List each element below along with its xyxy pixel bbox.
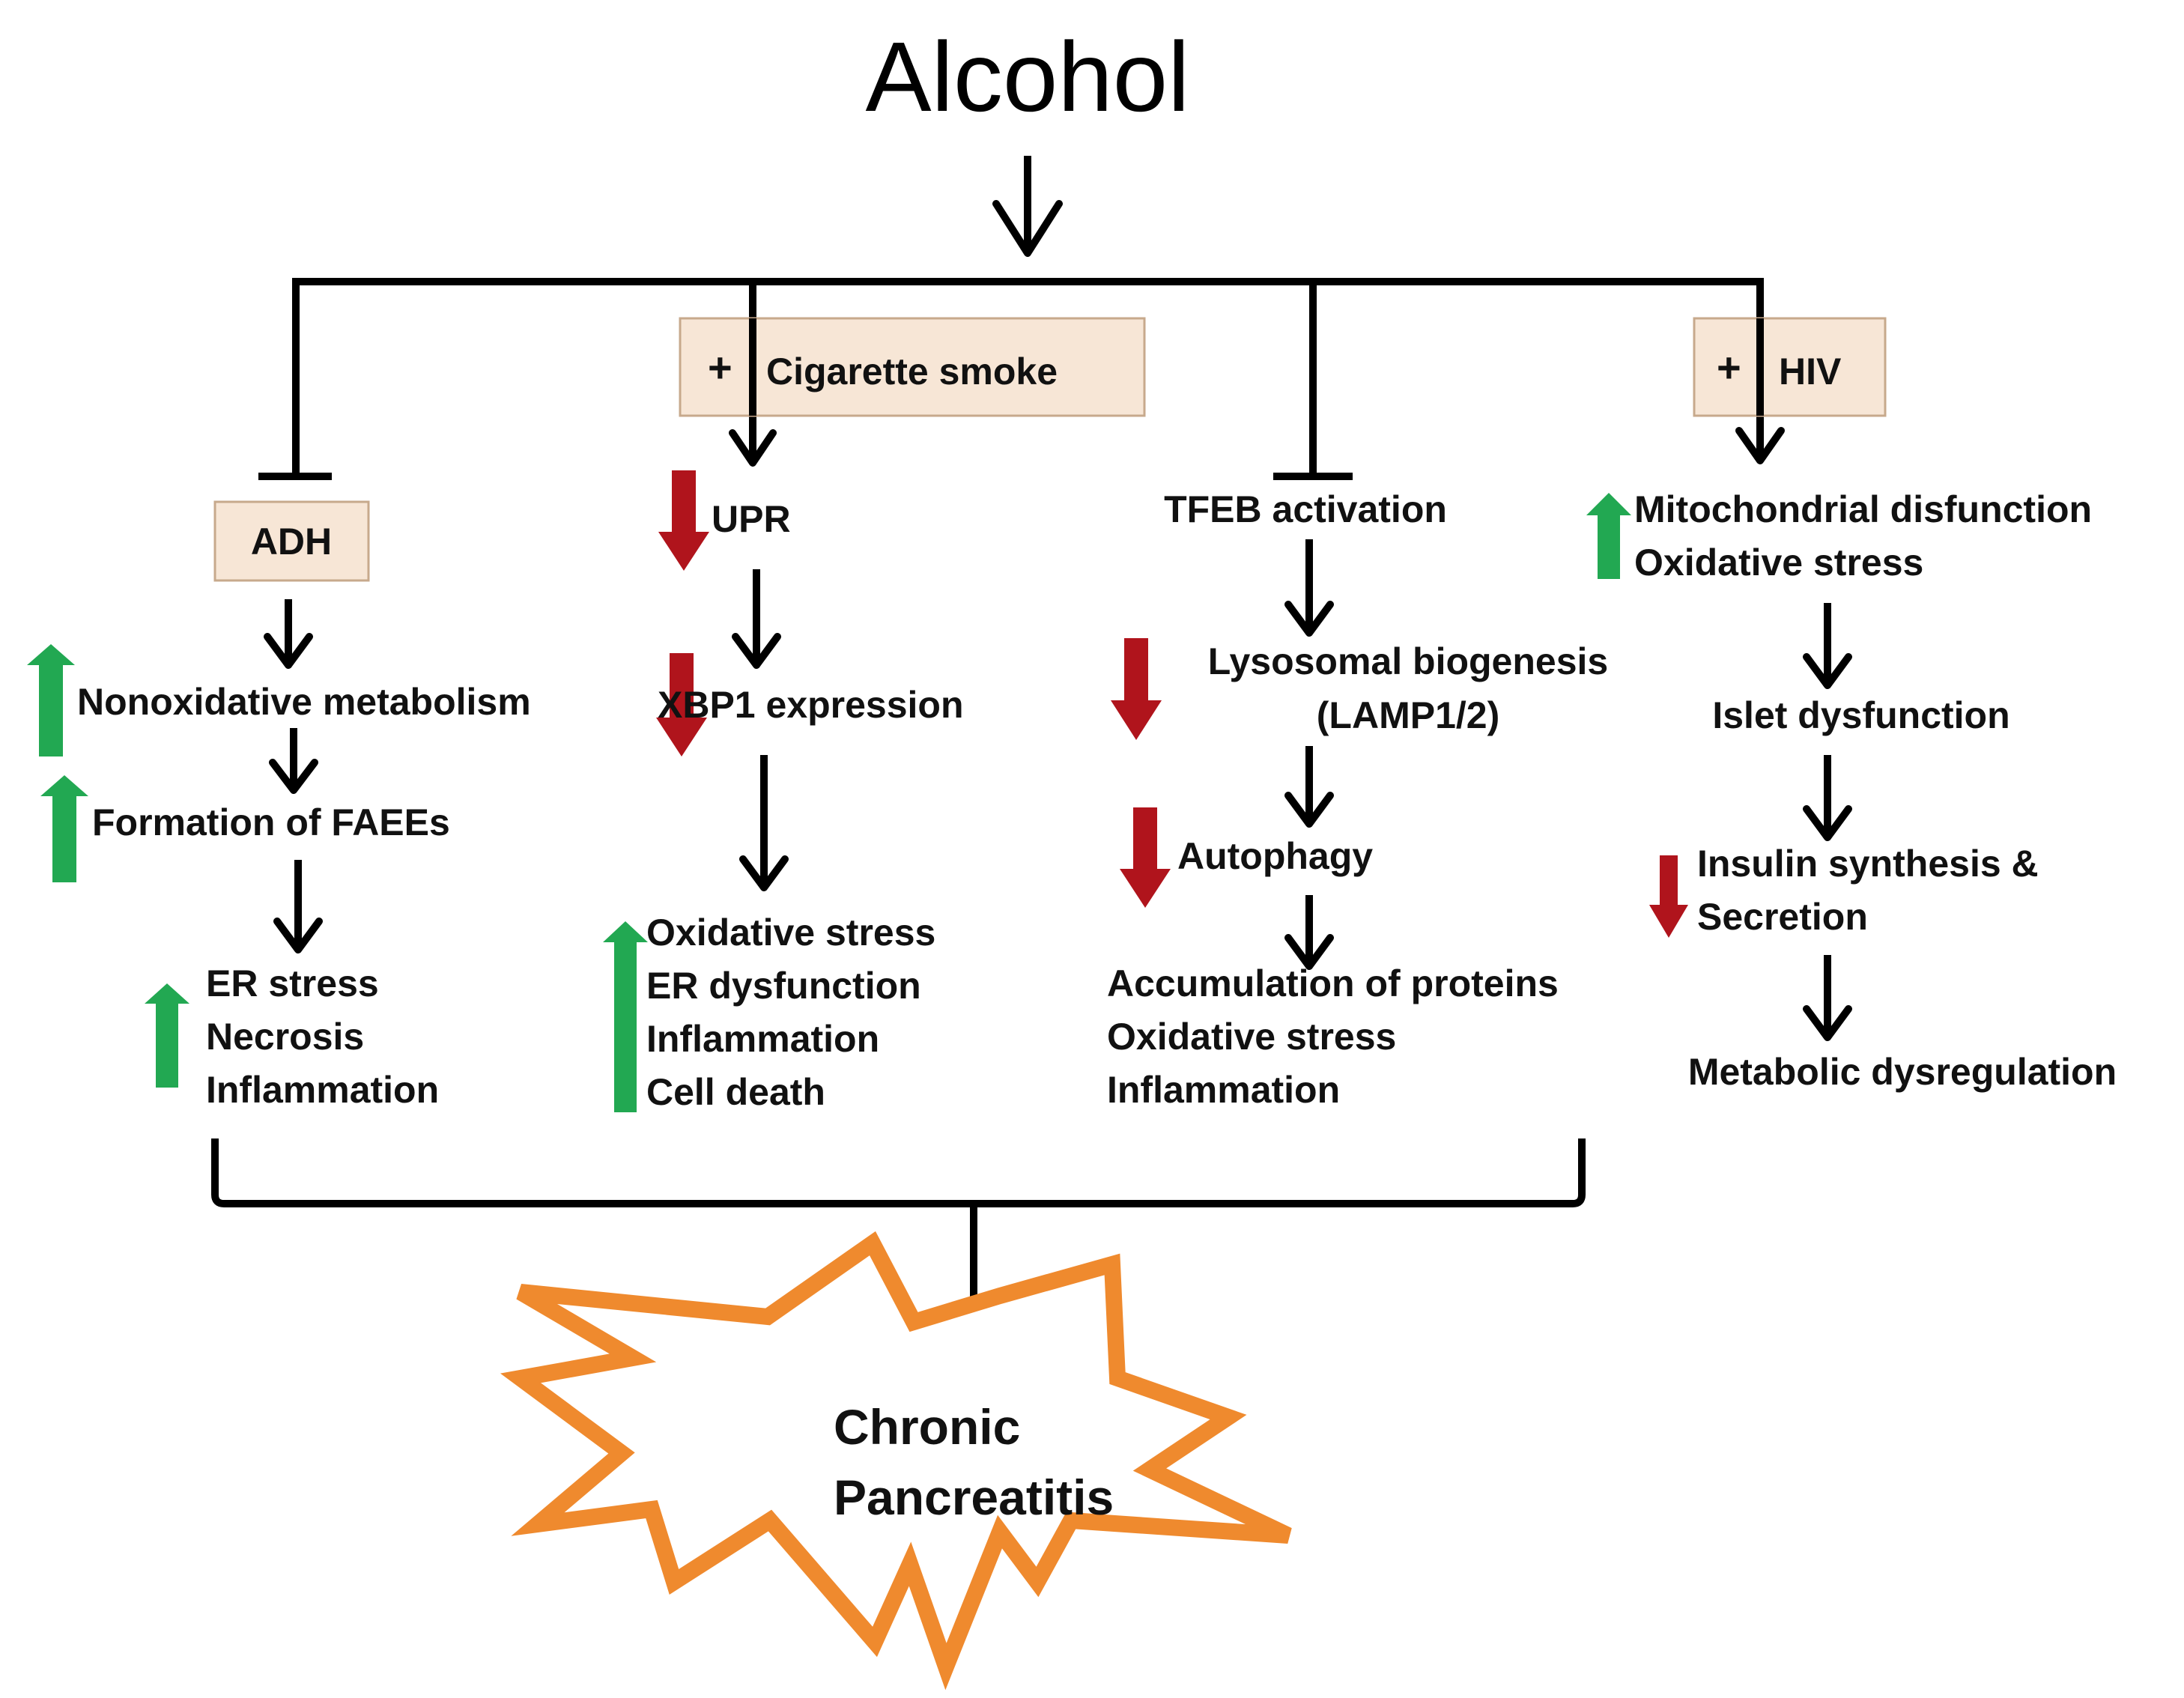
up-arrow-icon (145, 983, 189, 1088)
outcome-inflammation: Inflammation (206, 1069, 439, 1111)
upr-label: UPR (712, 498, 791, 540)
outcome-oxidative-stress: Oxidative stress (1107, 1016, 1396, 1058)
lamp-label: (LAMP1/2) (1317, 694, 1499, 736)
arrow-insulin-metabolic-head (1803, 1005, 1852, 1041)
arrow-mito-islet-head (1803, 653, 1852, 689)
hiv-box (1693, 317, 1887, 417)
outcome-accumulation-proteins: Accumulation of proteins (1107, 962, 1559, 1004)
insulin-synthesis-label: Insulin synthesis & (1697, 843, 2039, 885)
adh-label: ADH (251, 521, 332, 563)
title-arrow-head (992, 200, 1063, 257)
cigarette-plus-sign: + (708, 344, 732, 391)
up-arrow-icon (27, 644, 75, 756)
nonoxidative-metabolism-label: Nonoxidative metabolism (77, 681, 531, 723)
faees-label: Formation of FAEEs (92, 801, 450, 843)
arrow-adh-nonoxidative-head (264, 633, 313, 669)
up-arrow-icon (40, 775, 88, 882)
arrow-tfeb-lysosomal-head (1284, 601, 1334, 637)
metabolic-dysregulation-label: Metabolic dysregulation (1688, 1051, 2117, 1093)
outcome-er-dysfunction: ER dysfunction (646, 965, 921, 1007)
autophagy-label: Autophagy (1177, 835, 1373, 877)
lysosomal-biogenesis-label: Lysosomal biogenesis (1208, 640, 1608, 682)
outcome-er-stress: ER stress (206, 962, 379, 1004)
arrow-nonoxidative-faees-head (269, 759, 318, 794)
outcome-inflammation: Inflammation (646, 1018, 879, 1060)
convergence-bracket (211, 1138, 1586, 1207)
outcome-cell-death: Cell death (646, 1071, 825, 1113)
adh-box (213, 500, 370, 582)
cigarette-smoke-box (679, 317, 1146, 417)
branch4-drop-head (1735, 427, 1785, 464)
outcome-oxidative-stress: Oxidative stress (646, 912, 935, 953)
down-arrow-icon (1649, 855, 1688, 938)
hiv-label: HIV (1779, 351, 1842, 392)
branch2-drop-head (729, 429, 777, 467)
islet-dysfunction-label: Islet dysfunction (1712, 694, 2009, 736)
arrow-upr-xbp1-head (732, 633, 781, 669)
secretion-label: Secretion (1697, 896, 1868, 938)
oxidative-stress-label: Oxidative stress (1634, 542, 1923, 583)
down-arrow-icon (658, 470, 709, 571)
cigarette-smoke-label: Cigarette smoke (766, 351, 1058, 392)
up-arrow-icon (603, 921, 648, 1112)
result-chronic: Chronic (834, 1399, 1020, 1455)
hiv-plus-sign: + (1717, 344, 1741, 391)
diagram-title: Alcohol (866, 22, 1190, 132)
arrow-xbp1-outcomes-head (739, 855, 789, 891)
outcome-inflammation: Inflammation (1107, 1069, 1340, 1111)
arrow-autophagy-outcomes-head (1284, 934, 1334, 970)
mitochondrial-disfunction-label: Mitochondrial disfunction (1634, 488, 2092, 530)
down-arrow-icon (656, 653, 707, 756)
chronic-pancreatitis-starburst (500, 1231, 1292, 1691)
down-arrow-icon (1111, 638, 1162, 740)
tfeb-activation-label: TFEB activation (1164, 488, 1447, 530)
result-pancreatitis: Pancreatitis (834, 1470, 1114, 1525)
arrow-faees-outcomes-head (273, 918, 323, 953)
down-arrow-icon (1120, 807, 1171, 908)
arrow-lysosomal-autophagy-head (1284, 792, 1334, 828)
up-arrow-icon (1586, 493, 1631, 579)
outcome-necrosis: Necrosis (206, 1016, 364, 1058)
xbp1-expression-label: XBP1 expression (658, 684, 964, 726)
arrow-islet-insulin-head (1803, 805, 1852, 841)
